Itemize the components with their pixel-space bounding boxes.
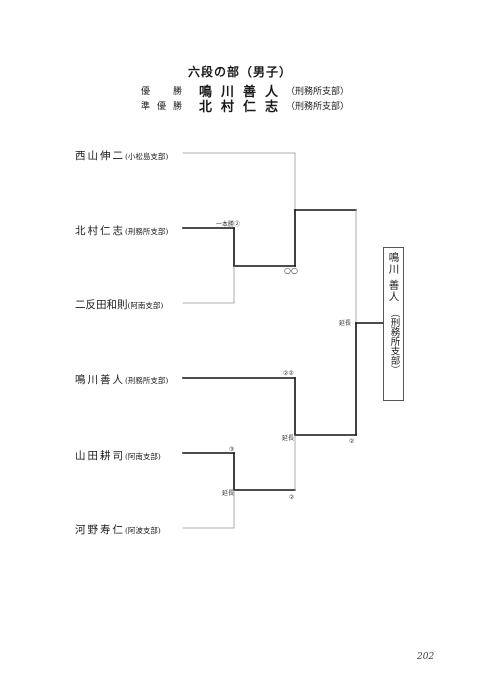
annotation-enchou-first: 延長 [222,490,235,497]
player-6: 河野寿仁(阿波支部) [75,524,161,536]
annotation-enchou-final: 延長 [339,320,352,327]
annotation-score-1: ②② [283,370,294,377]
annotation-enchou-semi: 延長 [282,435,295,442]
player-3: 二反田和則(阿南支部) [75,299,164,311]
annotation-score-final: ② [349,438,355,445]
player-4: 鳴川善人(刑務所支部) [75,374,169,386]
annotation-score-3: ③ [229,446,235,453]
champion-branch: （刑務所支部） [388,308,400,375]
annotation-score-2: ② [289,494,295,501]
champion-name: 鳴川 善人 [387,252,400,303]
player-2: 北村仁志(刑務所支部) [75,225,169,237]
runner-up-label: 準優勝 [141,102,190,112]
winner-name: 鳴川善人 [199,85,288,100]
winner-label: 優 勝 [141,87,190,97]
runner-up-branch: （刑務所支部） [286,102,350,112]
page-title: 六段の部（男子） [187,65,292,79]
annotation-maru-maru: ○○ [284,266,298,275]
player-5: 山田耕司(阿南支部) [75,450,161,462]
annotation-ippon: 一本勝② [216,221,241,228]
runner-up-name: 北村仁志 [199,100,288,115]
winner-branch: （刑務所支部） [286,87,350,97]
page-number: 202 [417,652,435,662]
champion-box: 鳴川 善人 （刑務所支部） [383,247,404,401]
player-1: 西山伸二(小松島支部) [75,150,169,162]
